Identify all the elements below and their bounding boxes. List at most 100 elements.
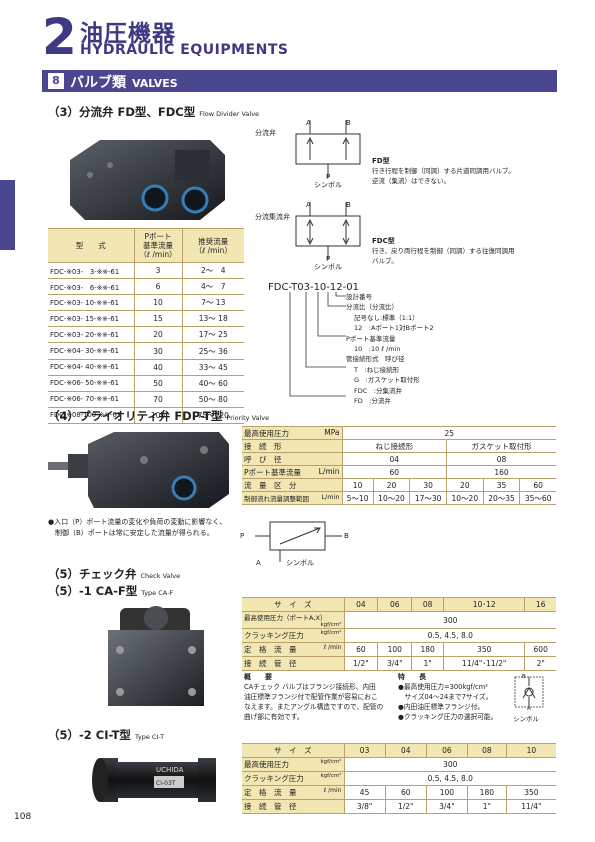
table-cell: FDC-※04- 40-※※-61 <box>48 358 135 376</box>
table-cell: 50 <box>133 374 183 392</box>
chapter-number: 2 <box>42 8 77 66</box>
fd-spec-table: 型 式 Pポート 基準流量 （ℓ /min） 推奨流量 （ℓ /min） FDC… <box>48 228 244 424</box>
table-cell: 20 <box>372 478 411 492</box>
sym1-label: シンボル <box>314 181 342 189</box>
chapter-tab <box>0 180 15 250</box>
table-cell: 60 <box>343 642 379 657</box>
code-line: 設計番号 <box>346 293 372 301</box>
table-cell: 25～ 36 <box>181 342 244 360</box>
feature-line: ●内田油圧標準フランジ付。 <box>398 703 485 711</box>
feature-line: ●最高使用圧力=300kgf/cm² <box>398 683 488 691</box>
table-cell: 600 <box>524 642 556 657</box>
chapter-title-jp: 油圧機器 <box>80 21 176 47</box>
sym1-title: 分流弁 <box>255 129 276 137</box>
table-cell: 60 <box>384 785 427 800</box>
code-line: G :ガスケット取付形 <box>354 376 420 385</box>
table-cell: 1" <box>466 799 507 814</box>
cit-valve-photo: UCHIDA CI-03T <box>92 758 216 802</box>
table-cell: 06 <box>425 743 468 758</box>
table-cell: 04 <box>343 597 379 612</box>
table-cell: 35 <box>482 478 521 492</box>
code-line: 10 :10 ℓ /min <box>354 345 401 354</box>
sym2-p: P <box>326 255 331 263</box>
table-cell: 40～ 60 <box>181 374 244 392</box>
table-cell: 75～120 <box>181 406 244 424</box>
table-cell: 60 <box>519 478 556 492</box>
table-cell: FDC-※03- 10-※※-61 <box>48 294 135 312</box>
table-cell: 70 <box>133 390 183 408</box>
fd-header-model: 型 式 <box>48 228 135 263</box>
section-bar <box>42 70 557 92</box>
model-code: FDC-T03-10-12-01 <box>268 282 359 293</box>
table-cell: 10～20 <box>445 491 484 505</box>
table-cell: 180 <box>411 642 445 657</box>
code-line: Pポート基準流量 <box>346 334 396 343</box>
table-cell: 4～ 7 <box>181 278 244 296</box>
cit-brand: UCHIDA <box>156 766 184 774</box>
feature-line: サイズ04～24まで7サイズ。 <box>398 693 493 701</box>
table-cell: FDC-※03- 3-※※-61 <box>48 261 135 280</box>
code-line: 分流比（分流比） <box>346 303 398 312</box>
table-cell: 1/2" <box>343 656 379 671</box>
table-cell: 15 <box>133 310 183 328</box>
fdp-note1: ●入口（P）ポート流量の変化や負荷の変動に影響なく、 <box>48 518 227 526</box>
table-cell: 2" <box>524 656 556 671</box>
caf-features: ●最高使用圧力=300kgf/cm² サイズ04～24まで7サイズ。 ●内田油圧標… <box>398 682 497 722</box>
table-cell: 2～ 4 <box>181 261 244 280</box>
table-cell: 06 <box>377 597 413 612</box>
code-line: T :ねじ接続形 <box>354 365 400 374</box>
table-cell: 7～ 13 <box>181 294 244 312</box>
table-cell: FDC-※06- 70-※※-61 <box>48 390 135 408</box>
outline-line: なえます。またアングル構造ですので、配管の <box>244 703 384 711</box>
outline-line: 曲げ部に有効です。 <box>244 713 304 721</box>
caf-outline: CAチェック バルブはフランジ接続形、内田油圧標準フランジ付で配管作業が容易にお… <box>244 682 383 722</box>
page-number: 108 <box>14 812 32 822</box>
chapter-title-en: HYDRAULIC EQUIPMENTS <box>80 42 289 58</box>
table-cell: 45 <box>343 785 386 800</box>
sym1-p: P <box>326 173 331 181</box>
code-line: 記号なし:標準（1:1） <box>354 313 419 322</box>
table-cell: 40 <box>133 358 183 376</box>
feature-line: ●クラッキング圧力の選択可能。 <box>398 713 498 721</box>
table-cell: 17～ 25 <box>181 326 244 344</box>
table-cell: 16 <box>524 597 556 612</box>
table-cell: 1/2" <box>384 799 427 814</box>
caf-outline-label: 概 要 <box>244 673 272 681</box>
table-cell: 3/4" <box>377 656 413 671</box>
outline-line: CAチェック バルブはフランジ接続形、内田 <box>244 683 376 691</box>
code-line: FD :分流弁 <box>354 397 391 406</box>
caf-sym-a: A <box>527 706 531 712</box>
table-cell: 13～ 18 <box>181 310 244 328</box>
cit-model-mark: CI-03T <box>156 780 176 787</box>
fdp-valve-photo <box>48 432 229 508</box>
table-cell: 100 <box>133 406 183 424</box>
table-cell: 10 <box>505 743 556 758</box>
table-cell: 5～10 <box>341 491 374 505</box>
fdp-sym-label: シンボル <box>286 559 314 567</box>
table-cell: 3/8" <box>343 799 386 814</box>
table-cell: 20 <box>133 326 183 344</box>
table-cell: 10 <box>133 294 183 312</box>
code-line: FDC :分集流弁 <box>354 386 402 395</box>
sym1-a: A <box>306 119 311 127</box>
fdp-sym-a: A <box>256 559 261 567</box>
fd-type: FD型 <box>372 157 390 165</box>
table-cell: 6 <box>133 278 183 296</box>
table-cell: 180 <box>466 785 507 800</box>
caf-feature-label: 特 長 <box>398 673 426 681</box>
table-cell: 30 <box>409 478 447 492</box>
fd-header-rec: 推奨流量 （ℓ /min） <box>181 228 244 263</box>
fd-symbol <box>295 120 361 178</box>
table-cell: 10 <box>341 478 374 492</box>
table-cell: 10･12 <box>443 597 526 612</box>
